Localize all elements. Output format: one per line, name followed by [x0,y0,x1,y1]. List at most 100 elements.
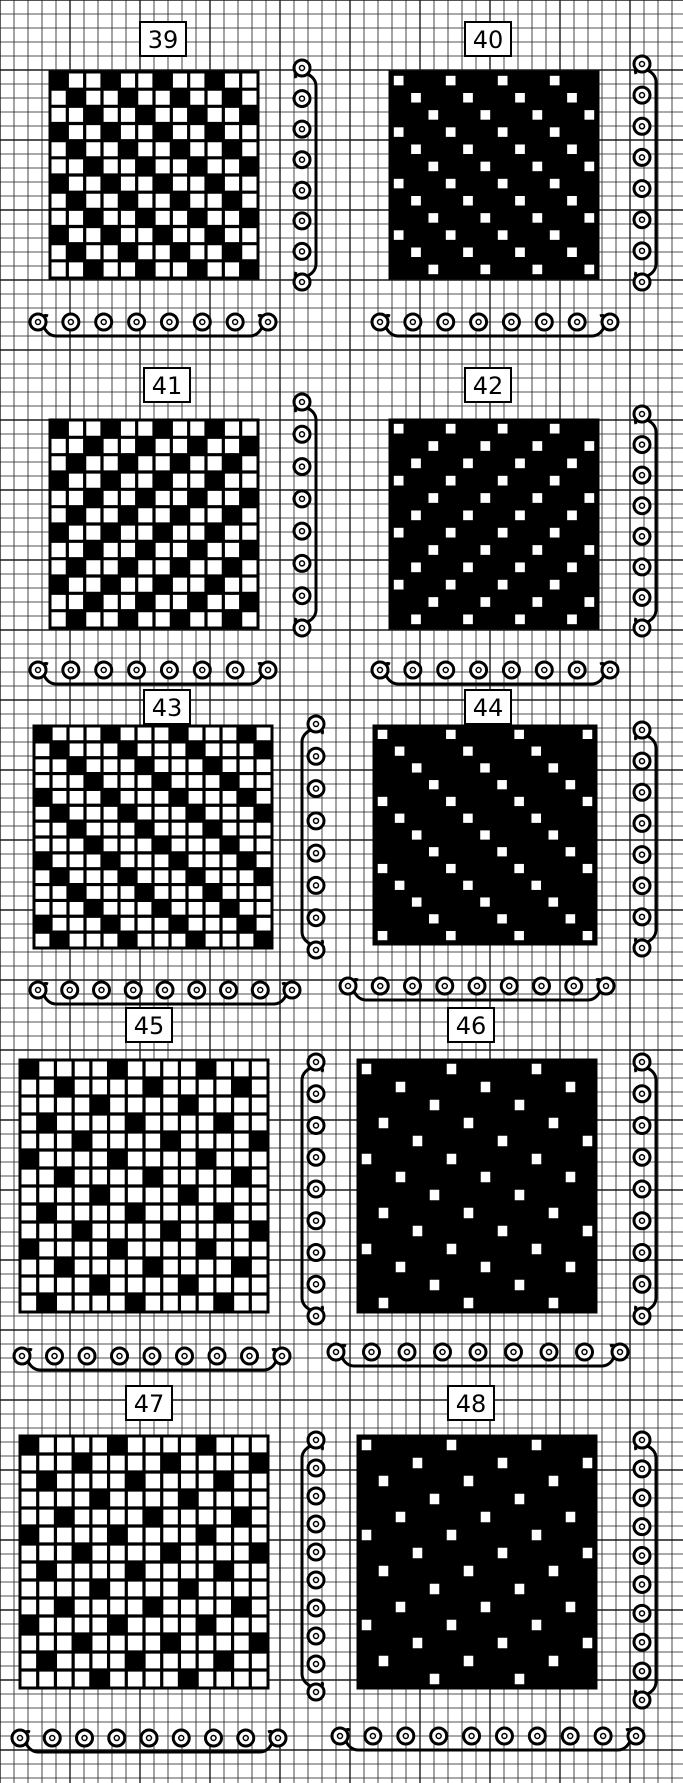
pattern-square [221,837,238,853]
pattern-square [584,441,594,451]
circle-bead-icon [308,1308,324,1324]
circle-bead-icon [634,1490,650,1506]
circle-bead-icon [365,1728,381,1744]
pattern-square [497,914,507,923]
circle-bead-icon [634,1605,650,1621]
pattern-square [515,614,525,624]
plate-number: 48 [456,1390,487,1418]
pattern-square [233,1258,251,1276]
pattern-square [515,1584,525,1595]
pattern-square [549,830,559,839]
circle-bead-icon [364,1344,380,1360]
pattern-square [119,89,136,106]
pattern-square [102,472,119,489]
pattern-swatch-41 [50,420,258,628]
circle-bead-icon [308,1488,324,1504]
pattern-square [67,455,84,472]
circle-bead-icon [308,781,324,797]
pattern-square [584,110,594,120]
circle-bead-icon [438,314,454,330]
pattern-swatch-44 [374,726,596,944]
pattern-square [396,1602,406,1613]
pattern-square [567,93,577,103]
pattern-square [144,1258,162,1276]
pattern-square [463,458,473,468]
pattern-square [233,1078,251,1096]
plate-number: 40 [473,26,504,54]
pattern-square [85,593,102,610]
pattern-square [429,914,439,923]
pattern-square [50,227,67,244]
circle-bead-icon [194,314,210,330]
circle-bead-icon [569,662,585,678]
pattern-square [362,1154,372,1165]
pattern-square [206,227,223,244]
pattern-square [197,1060,215,1078]
pattern-square [171,455,188,472]
vertical-bead-border-40 [634,56,656,290]
pattern-square [480,265,490,275]
pattern-square [91,1186,109,1204]
pattern-square [137,106,154,123]
circle-bead-icon [308,1656,324,1672]
circle-bead-icon [471,662,487,678]
pattern-square [464,1566,474,1577]
circle-bead-icon [577,1344,593,1360]
pattern-square [428,213,438,223]
pattern-square [50,72,67,89]
horizontal-bead-border-45 [14,1348,290,1370]
pattern-square [428,493,438,503]
pattern-square [429,780,439,789]
circle-bead-icon [294,620,310,636]
circle-bead-icon [308,813,324,829]
pattern-square [549,897,559,906]
pattern-square [51,742,68,758]
circle-bead-icon [308,1544,324,1560]
circle-bead-icon [634,878,650,894]
pattern-swatch-47 [20,1436,268,1688]
circle-bead-icon [308,845,324,861]
pattern-square [197,1436,215,1454]
pattern-square [206,175,223,192]
circle-bead-icon [308,1181,324,1197]
circle-bead-icon [308,877,324,893]
pattern-square [567,144,577,154]
vertical-bead-border-47 [302,1432,324,1700]
pattern-square [189,209,206,226]
pattern-square [238,726,255,742]
circle-bead-icon [189,982,205,998]
pattern-square [515,247,525,257]
pattern-square [532,1620,542,1631]
pattern-square [38,1562,56,1580]
pattern-square [498,1548,508,1559]
pattern-square [412,830,422,839]
pattern-square [189,261,206,278]
pattern-square [73,1544,91,1562]
pattern-square [73,1222,91,1240]
pattern-square [102,789,119,805]
pattern-square [394,127,404,137]
pattern-square [223,611,240,628]
pattern-square [394,424,404,434]
pattern-square [233,1598,251,1616]
pattern-square [241,158,258,175]
pattern-square [411,196,421,206]
pattern-square [532,441,542,451]
pattern-square [584,597,594,607]
pattern-square [583,730,593,739]
circle-bead-icon [634,722,650,738]
circle-bead-icon [308,942,324,958]
pattern-square [463,510,473,520]
pattern-square [162,1634,180,1652]
circle-bead-icon [634,274,650,290]
pattern-square [394,476,404,486]
pattern-square [463,814,473,823]
circle-bead-icon [437,978,453,994]
pattern-square [238,853,255,869]
pattern-square [498,476,508,486]
circle-bead-icon [260,314,276,330]
circle-bead-icon [435,1344,451,1360]
circle-bead-icon [308,1628,324,1644]
pattern-square [446,931,456,940]
pattern-square [38,1114,56,1132]
